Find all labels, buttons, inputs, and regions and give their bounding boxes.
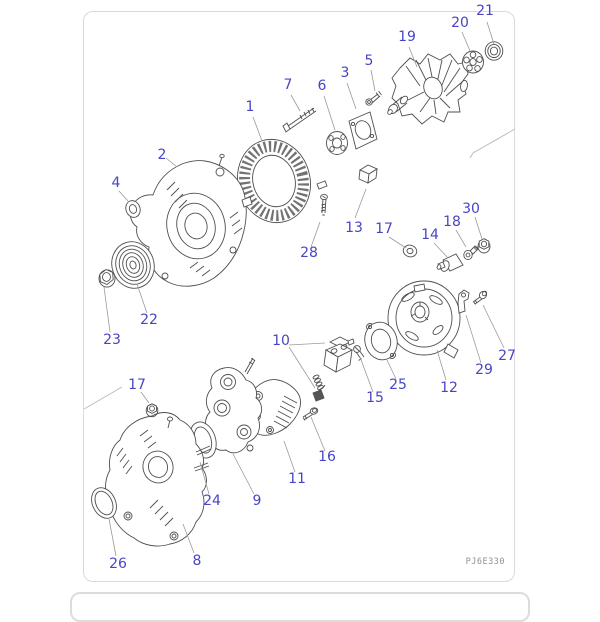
callout-21: 21 (476, 3, 494, 19)
callout-9: 9 (252, 493, 262, 509)
callout-5: 5 (364, 53, 374, 69)
part-gasket-plate-3 (348, 111, 378, 150)
callout-20: 20 (451, 15, 469, 31)
part-terminal-18 (463, 245, 479, 261)
callout-10: 10 (272, 333, 290, 349)
part-retainer-25 (364, 321, 398, 361)
callout-12: 12 (440, 380, 458, 396)
part-terminal-body-14 (436, 253, 464, 272)
part-bearing-20 (462, 50, 484, 74)
callout-23: 23 (103, 332, 121, 348)
callout-26: 26 (109, 556, 127, 572)
callout-17-lower: 17 (128, 377, 146, 393)
part-pulley-22 (111, 241, 155, 289)
part-brush-assembly-10 (312, 336, 355, 402)
callout-28: 28 (300, 245, 318, 261)
part-screw-16 (302, 407, 319, 421)
part-screw-15 (353, 345, 365, 361)
leader-lines (103, 21, 505, 557)
part-bearing-retainer-6 (326, 131, 348, 155)
callout-6: 6 (317, 78, 327, 94)
callout-7: 7 (283, 77, 293, 93)
part-front-housing-2 (129, 153, 253, 287)
drawing-code: PJ6E330 (465, 557, 505, 567)
callout-14: 14 (421, 227, 439, 243)
part-nut-23 (98, 268, 116, 288)
part-insulator-13 (316, 164, 378, 190)
callout-18: 18 (443, 214, 461, 230)
callout-2: 2 (157, 147, 167, 163)
callout-15: 15 (366, 390, 384, 406)
part-screw-27 (472, 290, 488, 305)
part-nut-17 (145, 403, 159, 418)
callout-1: 1 (245, 99, 255, 115)
callout-17-upper: 17 (375, 221, 393, 237)
callout-11: 11 (288, 471, 306, 487)
break-lines (83, 128, 516, 410)
part-through-bolt-7 (282, 107, 317, 133)
callout-3: 3 (340, 65, 350, 81)
callout-13: 13 (345, 220, 363, 236)
callout-16: 16 (318, 449, 336, 465)
callout-24: 24 (203, 493, 221, 509)
part-screw-28 (320, 193, 328, 216)
part-bearing-ring-21 (484, 41, 504, 61)
part-seal-26 (91, 487, 117, 519)
callout-25: 25 (389, 377, 407, 393)
callout-30: 30 (462, 201, 480, 217)
exploded-diagram-drawing (83, 21, 516, 557)
part-screw-5 (365, 90, 382, 106)
part-rotor-19 (387, 53, 469, 125)
part-collar-4 (125, 200, 141, 218)
callout-29: 29 (475, 362, 493, 378)
callout-8: 8 (192, 553, 202, 569)
callout-22: 22 (140, 312, 158, 328)
part-brush-holder-frame-9 (205, 357, 263, 454)
callout-19: 19 (398, 29, 416, 45)
part-nut-30 (477, 238, 491, 254)
part-rear-housing-8 (105, 412, 212, 547)
callout-4: 4 (111, 175, 121, 191)
part-bracket-29 (457, 289, 470, 314)
part-washer-17 (402, 244, 418, 258)
callout-27: 27 (498, 348, 516, 364)
page: { "page": { "drawing_code": "PJ6E330", "… (70, 3, 530, 622)
